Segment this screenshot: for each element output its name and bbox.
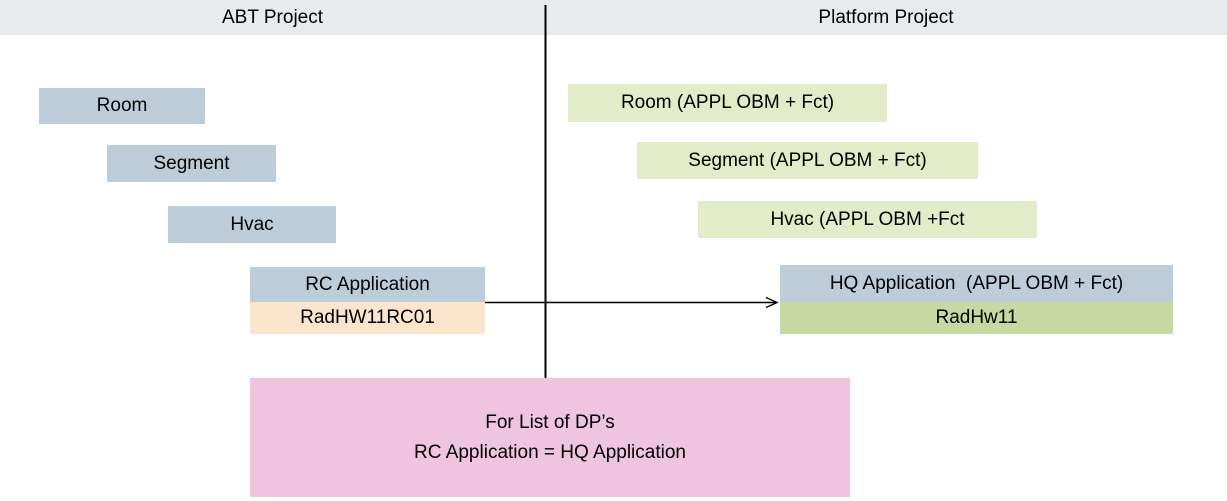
abt-rc-application-instance-box: RadHW11RC01 [250, 302, 485, 334]
abt-segment-box: Segment [107, 145, 276, 182]
abt-project-title: ABT Project [221, 7, 324, 28]
platform-hq-application-instance-box: RadHw11 [780, 302, 1173, 334]
arrowhead-icon [765, 296, 779, 309]
abt-rc-application-box: RC Application [250, 267, 485, 302]
abt-room-box: Room [39, 88, 205, 124]
header-band [0, 0, 1227, 35]
abt-hvac-box: Hvac [168, 206, 336, 243]
mapping-arrow [485, 296, 779, 309]
note-line-1: For List of DP’s [485, 411, 615, 433]
platform-hvac-box: Hvac (APPL OBM +Fct [698, 201, 1037, 238]
platform-project-title: Platform Project [818, 7, 954, 28]
platform-segment-box: Segment (APPL OBM + Fct) [637, 142, 978, 179]
note-line-2: RC Application = HQ Application [414, 441, 686, 463]
platform-hq-application-box: HQ Application (APPL OBM + Fct) [780, 265, 1173, 302]
note-box: For List of DP’s RC Application = HQ App… [250, 378, 850, 497]
platform-room-box: Room (APPL OBM + Fct) [568, 84, 887, 122]
